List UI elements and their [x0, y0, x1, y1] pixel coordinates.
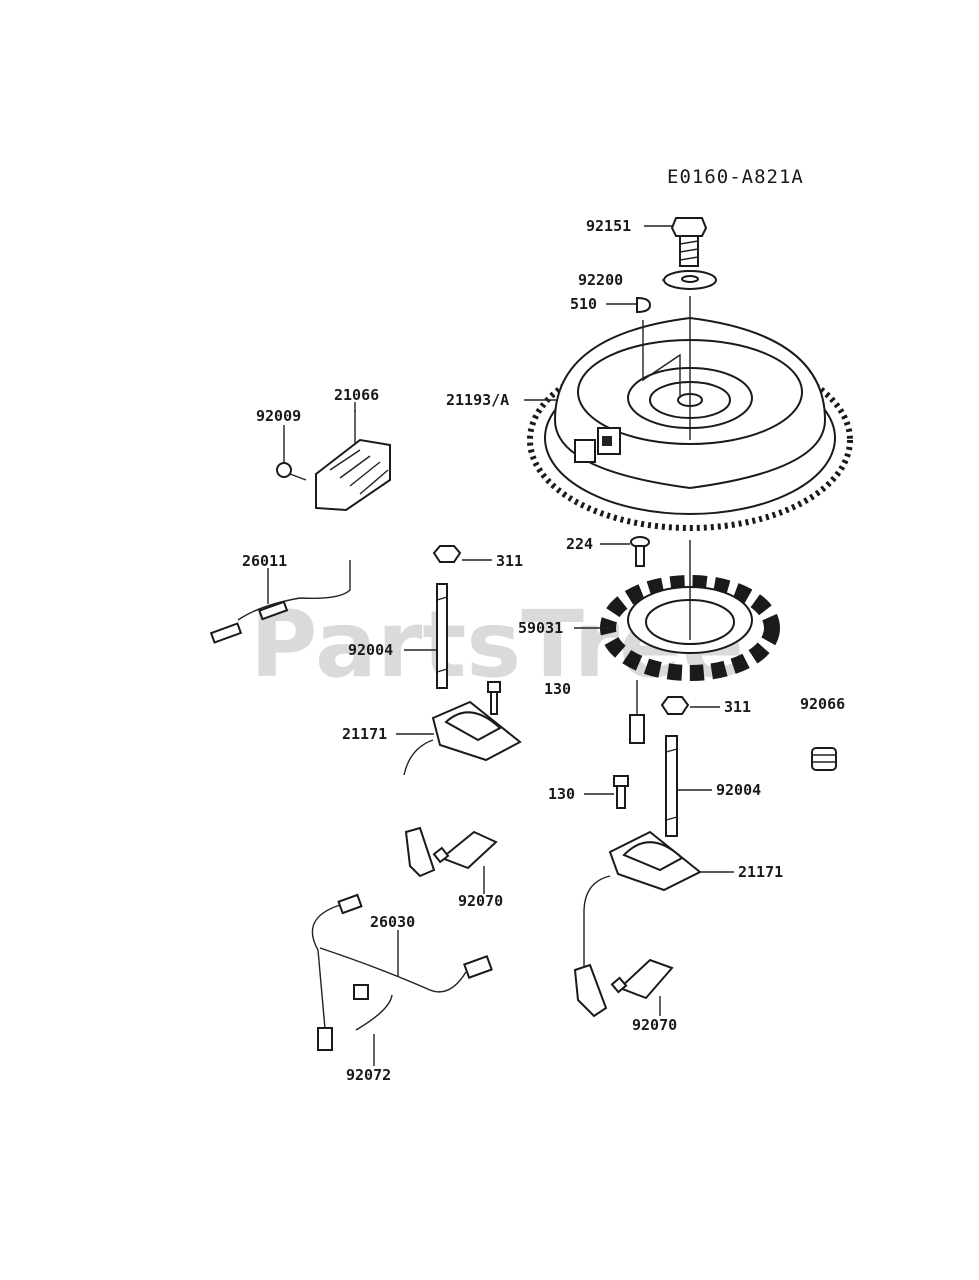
callout-26030[interactable]: 26030 [370, 913, 415, 931]
callout-21171-left[interactable]: 21171 [342, 725, 387, 743]
callout-59031[interactable]: 59031 [518, 619, 563, 637]
nut-right[interactable] [660, 696, 690, 715]
callout-92070-right[interactable]: 92070 [632, 1016, 677, 1034]
callout-26011[interactable]: 26011 [242, 552, 287, 570]
callout-224[interactable]: 224 [566, 535, 593, 553]
coil-bolt-lower[interactable] [613, 775, 629, 809]
callout-21193-a[interactable]: 21193/A [446, 391, 509, 409]
leader-lines [267, 225, 734, 1066]
spark-plug-right[interactable] [610, 958, 674, 1000]
wire-harness[interactable] [311, 893, 493, 1051]
plug-cap-right[interactable] [573, 963, 608, 1018]
flywheel[interactable] [527, 296, 853, 531]
callout-510[interactable]: 510 [570, 295, 597, 313]
stator-screw[interactable] [630, 536, 650, 567]
callout-92200[interactable]: 92200 [578, 271, 623, 289]
callout-92004-left[interactable]: 92004 [348, 641, 393, 659]
spark-plug-left[interactable] [432, 830, 498, 870]
callout-92072[interactable]: 92072 [346, 1066, 391, 1084]
nut-left[interactable] [432, 545, 462, 563]
callout-130-lower[interactable]: 130 [548, 785, 575, 803]
coil-bolt-upper[interactable] [487, 681, 501, 715]
ignition-coil-right[interactable] [583, 830, 702, 970]
callout-311-left[interactable]: 311 [496, 552, 523, 570]
callout-92151[interactable]: 92151 [586, 217, 631, 235]
plug-cap-left[interactable] [404, 826, 436, 878]
callout-92004-right[interactable]: 92004 [716, 781, 761, 799]
stud-right[interactable] [665, 735, 678, 837]
lead-wire[interactable] [209, 560, 351, 644]
callout-130-upper[interactable]: 130 [544, 680, 571, 698]
callout-21066[interactable]: 21066 [334, 386, 379, 404]
flywheel-key[interactable] [636, 296, 652, 314]
drawing-code: E0160-A821A [667, 166, 804, 188]
flywheel-bolt[interactable] [670, 217, 708, 267]
callout-21171-right[interactable]: 21171 [738, 863, 783, 881]
callout-311-right[interactable]: 311 [724, 698, 751, 716]
stud-left[interactable] [436, 583, 448, 689]
ignition-coil-left[interactable] [403, 700, 522, 776]
callout-92066[interactable]: 92066 [800, 695, 845, 713]
regulator-bolt[interactable] [276, 462, 307, 481]
flywheel-washer[interactable] [663, 270, 717, 290]
regulator[interactable] [315, 410, 391, 512]
wire-clamp[interactable] [353, 984, 393, 1031]
callout-92009[interactable]: 92009 [256, 407, 301, 425]
plug-92066[interactable] [811, 747, 837, 771]
callout-labels: 92151 92200 510 21193/A 21066 92009 2601… [242, 217, 845, 1084]
callout-92070-left[interactable]: 92070 [458, 892, 503, 910]
